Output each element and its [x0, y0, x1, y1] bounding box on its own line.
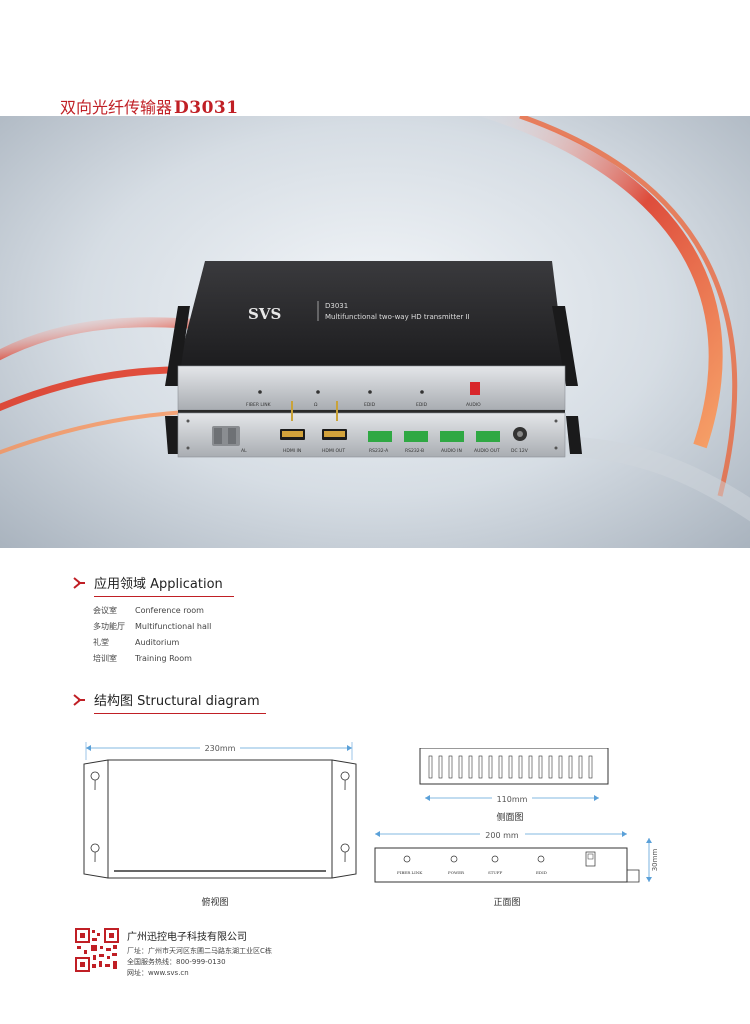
- page-title: 双向光纤传输器 D3031: [60, 94, 239, 118]
- top-view-diagram: 230mm: [83, 741, 357, 879]
- company-info: 广州迅控电子科技有限公司 厂址：广州市天河区东圃二马路东湖工业区C栋 全国服务热…: [127, 928, 272, 979]
- rear-label-hdmi-in: HDMI IN: [283, 448, 301, 454]
- item-cn: 会议室: [93, 605, 117, 615]
- item-en: Training Room: [135, 653, 192, 663]
- list-item: 礼堂 Auditorium: [93, 634, 393, 650]
- front-label-fiber: FIBER LINK: [246, 402, 272, 408]
- front-view-diagram: 200 mm FIBER LINK POWER STUFF EDID 30mm: [374, 828, 659, 883]
- title-model: D3031: [174, 98, 239, 118]
- application-underline: [94, 595, 234, 597]
- rear-label-rs232b: RS232-B: [405, 448, 424, 454]
- side-width-label: 110mm: [497, 795, 528, 804]
- arrow-right-icon: [73, 576, 85, 589]
- arrow-right-icon: [73, 693, 85, 706]
- rear-label-fiber: AL: [241, 448, 247, 454]
- side-view-diagram: 110mm: [419, 748, 609, 804]
- company-footer: 广州迅控电子科技有限公司 厂址：广州市天河区东圃二马路东湖工业区C栋 全国服务热…: [75, 928, 272, 979]
- application-heading: 应用领域 Application: [72, 573, 234, 597]
- front-label-ohm: Ω: [314, 402, 318, 408]
- front-diag-label-edid: EDID: [536, 870, 547, 875]
- rear-label-dc: DC 12V: [511, 448, 529, 454]
- device-subtitle: Multifunctional two-way HD transmitter I…: [325, 313, 470, 321]
- title-chinese: 双向光纤传输器: [60, 98, 173, 117]
- front-label-edid-1: EDID: [364, 402, 376, 408]
- top-width-label: 230mm: [205, 744, 236, 753]
- item-cn: 礼堂: [93, 637, 109, 647]
- list-item: 培训室 Training Room: [93, 650, 393, 666]
- structure-underline: [94, 712, 266, 714]
- item-en: Multifunctional hall: [135, 621, 212, 631]
- qr-code-icon: [75, 928, 119, 972]
- front-diag-label-fiber: FIBER LINK: [397, 870, 423, 875]
- front-label-edid-2: EDID: [416, 402, 428, 408]
- item-en: Conference room: [135, 605, 204, 615]
- item-en: Auditorium: [135, 637, 180, 647]
- product-hero-image: SVS D3031 Multifunctional two-way HD tra…: [0, 116, 750, 548]
- list-item: 多功能厅 Multifunctional hall: [93, 618, 393, 634]
- rear-label-audio-in: AUDIO IN: [441, 448, 462, 454]
- company-hotline: 全国服务热线：800-999-0130: [127, 958, 226, 966]
- item-cn: 培训室: [93, 653, 117, 663]
- brand-logo: SVS: [248, 305, 281, 323]
- application-heading-text: 应用领域 Application: [94, 577, 223, 592]
- rear-label-hdmi-out: HDMI OUT: [322, 448, 345, 454]
- front-view-caption: 正面图: [493, 898, 521, 908]
- item-cn: 多功能厅: [93, 621, 125, 631]
- company-address: 厂址：广州市天河区东圃二马路东湖工业区C栋: [127, 947, 272, 955]
- company-name: 广州迅控电子科技有限公司: [127, 932, 247, 943]
- front-diag-label-power: POWER: [448, 870, 465, 875]
- top-view-caption: 俯视图: [201, 898, 229, 908]
- rear-label-rs232a: RS232-A: [369, 448, 389, 454]
- vent-slots: [428, 755, 593, 779]
- product-photo: SVS D3031 Multifunctional two-way HD tra…: [0, 116, 750, 522]
- structure-heading-text: 结构图 Structural diagram: [94, 694, 260, 709]
- application-list: 会议室 Conference room 多功能厅 Multifunctional…: [93, 602, 393, 666]
- front-width-label: 200 mm: [485, 831, 519, 840]
- front-diag-label-stuff: STUFF: [488, 870, 503, 875]
- front-label-audio: AUDIO: [466, 402, 481, 408]
- list-item: 会议室 Conference room: [93, 602, 393, 618]
- rear-label-audio-out: AUDIO OUT: [474, 448, 500, 454]
- device-model: D3031: [325, 302, 348, 310]
- front-height-label: 30mm: [651, 849, 659, 872]
- structure-heading: 结构图 Structural diagram: [72, 690, 266, 714]
- company-website[interactable]: 网址：www.svs.cn: [127, 969, 189, 977]
- side-view-caption: 侧面图: [496, 813, 524, 823]
